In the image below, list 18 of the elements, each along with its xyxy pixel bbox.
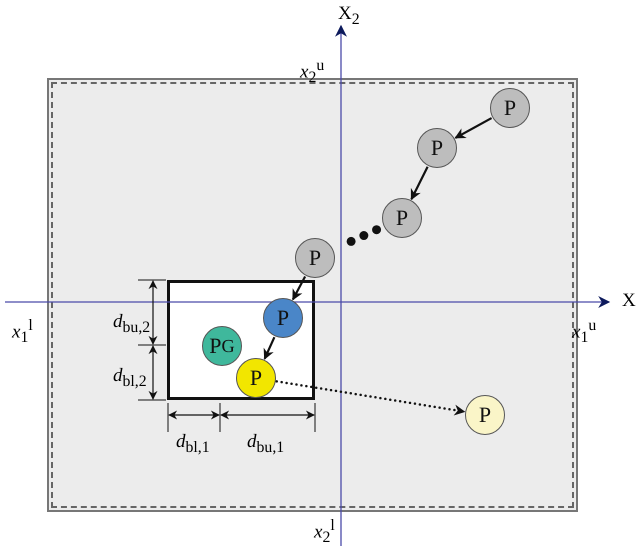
arrow	[454, 117, 492, 139]
particle-circle: P	[465, 395, 505, 435]
dimension-label: d$_{bl,1}$	[176, 432, 210, 456]
particle-circle: P	[263, 298, 303, 338]
particle-circle: P	[490, 88, 530, 128]
axis-label: X	[622, 291, 636, 310]
dimension-label: d$_{bu,2}$	[113, 312, 150, 336]
dimension-label: d$_{bl,2}$	[113, 366, 147, 390]
particle-circle: P	[417, 128, 457, 168]
particle-circle: P	[295, 238, 335, 278]
arrow	[410, 166, 429, 200]
arrow	[275, 380, 466, 416]
arrow	[264, 336, 276, 360]
particle-circle: P	[236, 358, 276, 398]
particle-circle: P	[382, 198, 422, 238]
dimension-label: d$_{bu,1}$	[247, 432, 284, 456]
local-search-box	[167, 280, 315, 400]
axis-label: X$_{2}$	[338, 4, 360, 28]
